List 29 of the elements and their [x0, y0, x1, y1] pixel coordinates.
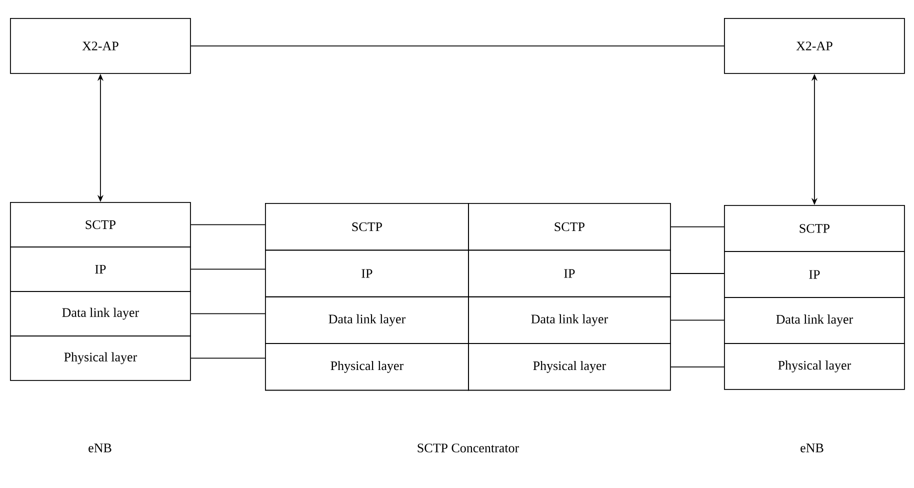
- connector-line: [670, 366, 724, 368]
- connector-line: [190, 268, 266, 270]
- connector-line: [670, 273, 724, 274]
- protocol-box: X2-AP: [724, 18, 905, 74]
- layer-box: Physical layer: [724, 343, 905, 390]
- layer-box: Data link layer: [265, 296, 469, 344]
- layer-box: SCTP: [265, 203, 469, 251]
- connector-line: [190, 313, 266, 314]
- connector-line: [670, 320, 724, 321]
- layer-box: IP: [10, 246, 191, 292]
- layer-box: Data link layer: [468, 296, 671, 344]
- stack-label: SCTP Concentrator: [418, 444, 519, 452]
- layer-box: SCTP: [10, 202, 191, 248]
- layer-box: Data link layer: [10, 291, 191, 336]
- protocol-box: X2-AP: [10, 18, 191, 74]
- layer-box: IP: [468, 250, 671, 298]
- connector-line: [190, 358, 266, 359]
- layer-box: IP: [265, 250, 469, 298]
- connector-line: [190, 224, 266, 226]
- layer-box: Physical layer: [265, 343, 469, 391]
- connector-line: [670, 226, 724, 228]
- layer-box: Data link layer: [724, 297, 905, 344]
- layer-box: IP: [724, 251, 905, 298]
- layer-box: SCTP: [724, 205, 905, 252]
- layer-box: SCTP: [468, 203, 671, 251]
- stack-label: eNB: [800, 444, 824, 452]
- layer-box: Physical layer: [10, 336, 191, 381]
- layer-box: Physical layer: [468, 343, 671, 391]
- stack-label: eNB: [88, 444, 112, 452]
